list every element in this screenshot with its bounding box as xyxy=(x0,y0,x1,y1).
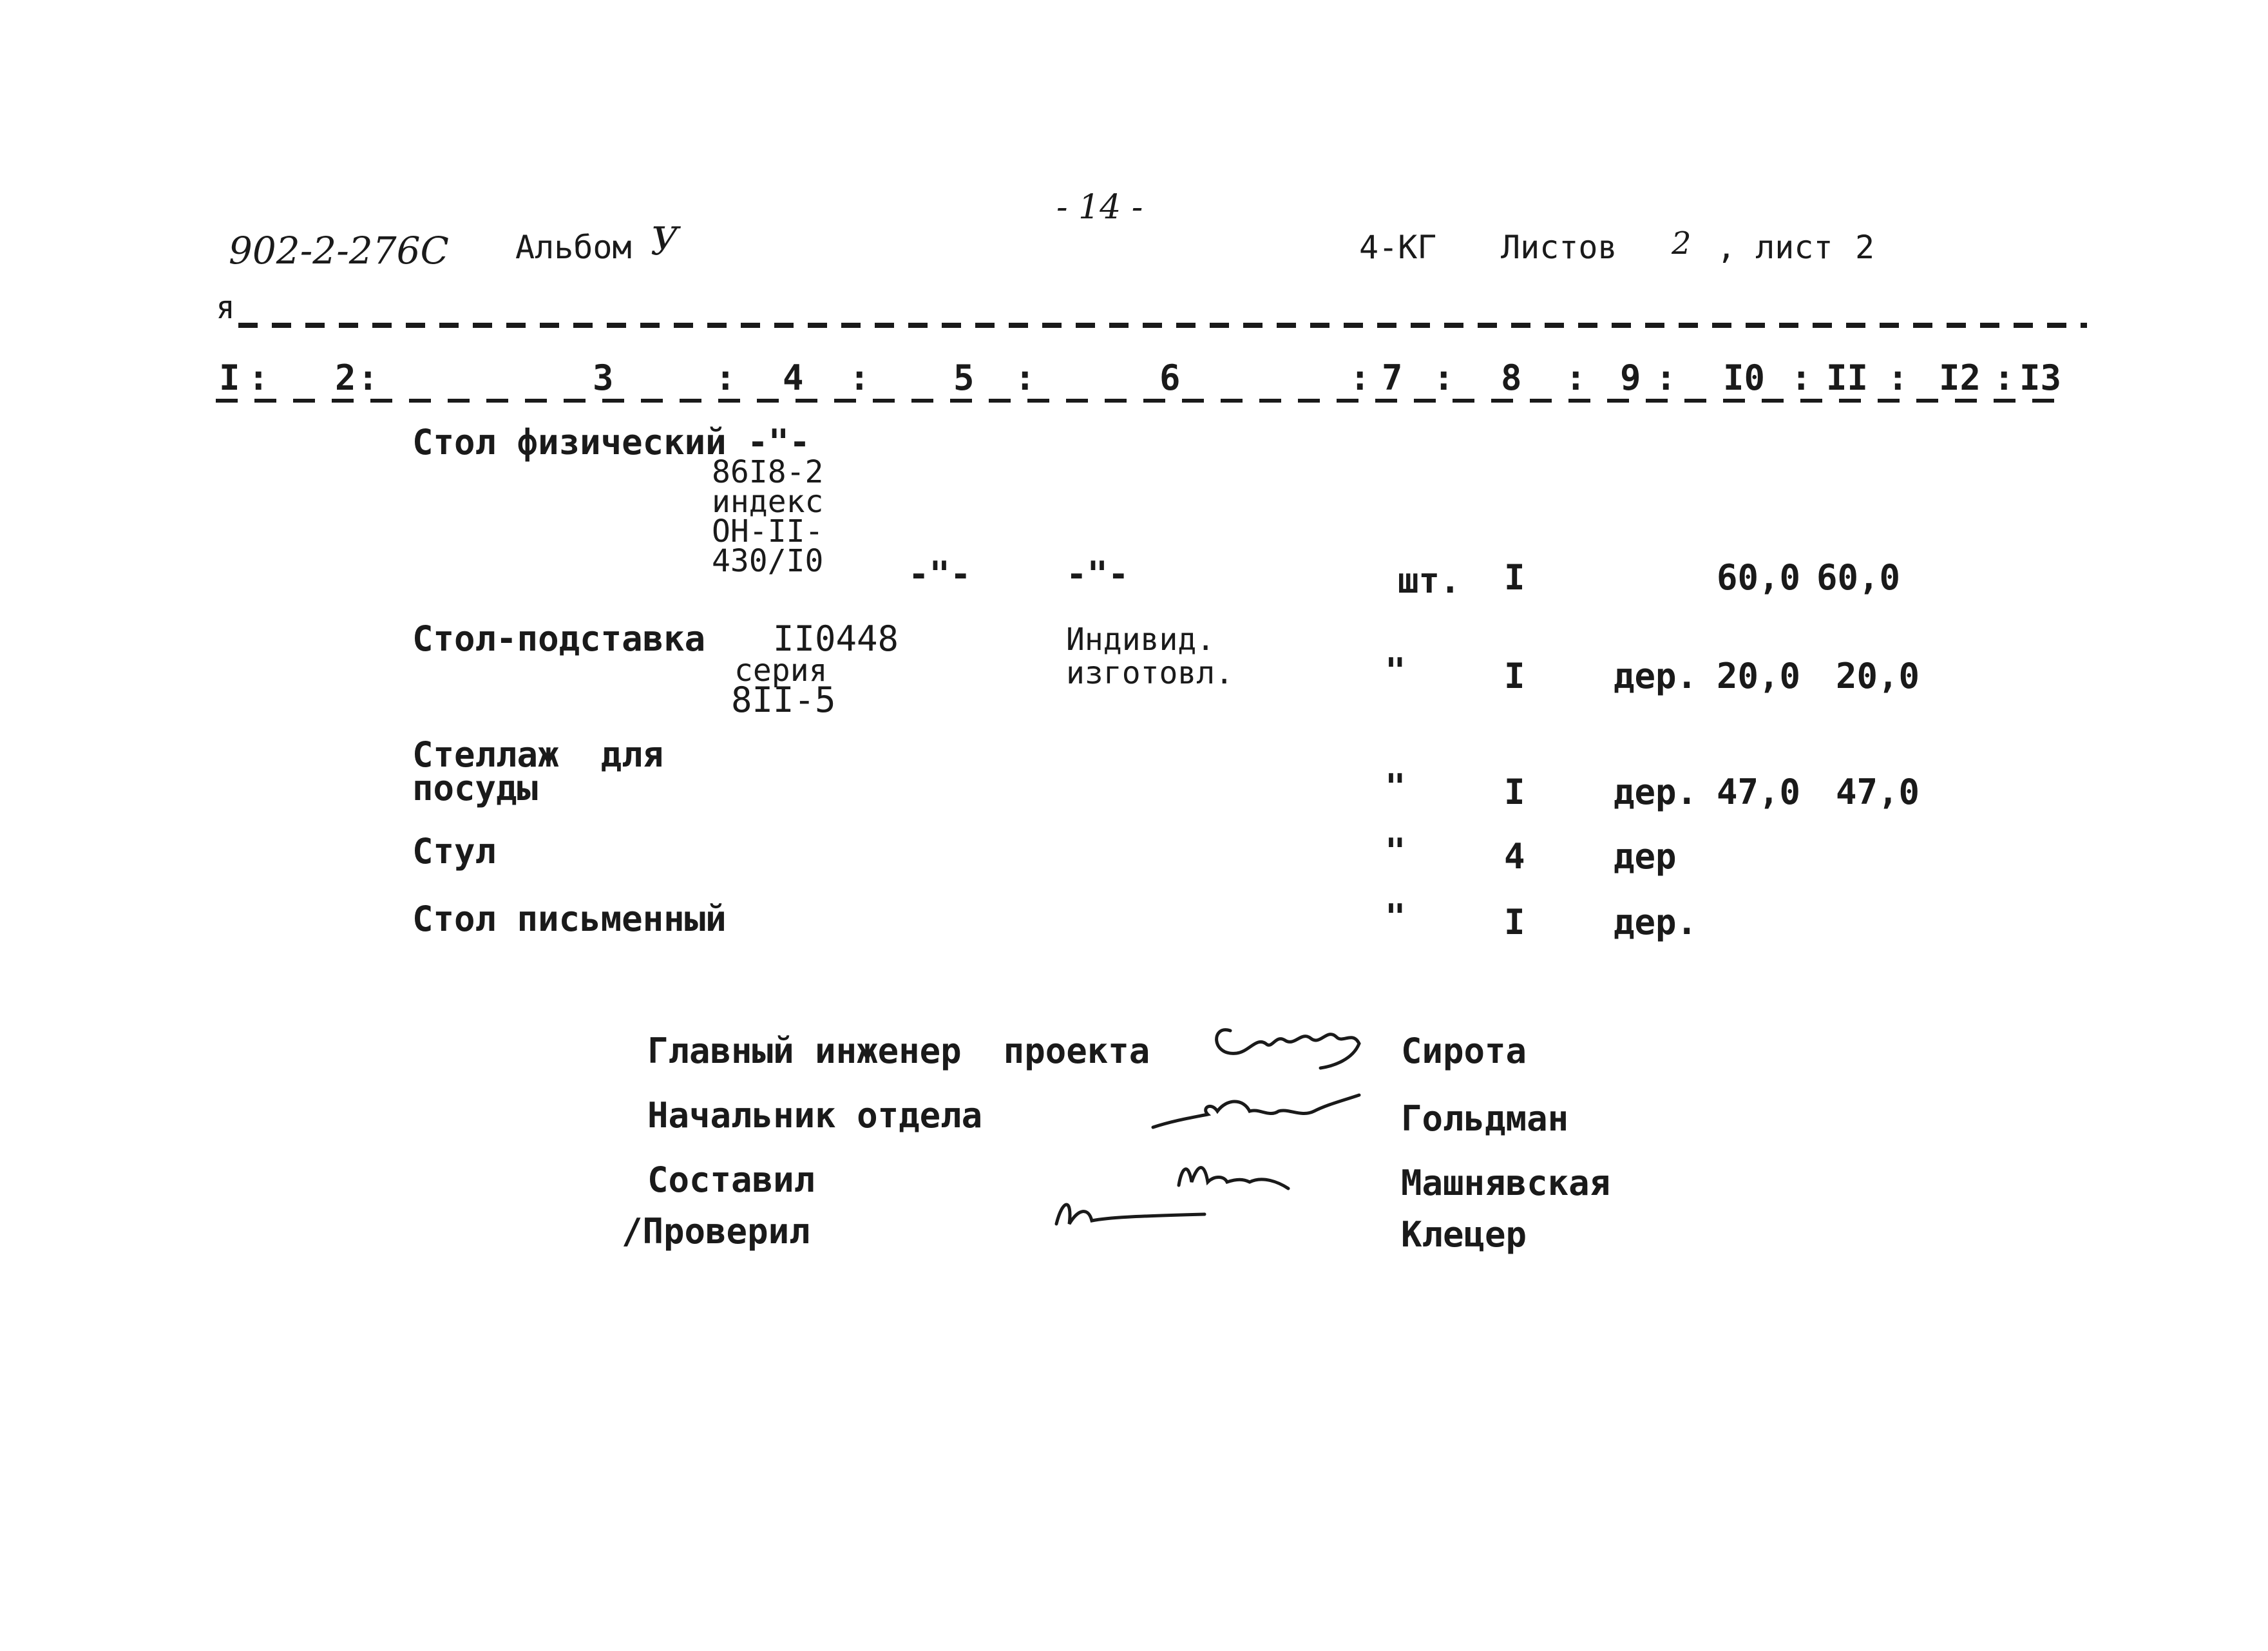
col-3: 3 xyxy=(593,358,614,398)
manufacture-note: Индивид. xyxy=(1066,622,1215,658)
col-11: II xyxy=(1826,358,1869,398)
ditto-mark: " xyxy=(1385,767,1406,807)
col-1: I xyxy=(219,358,240,398)
total-price: 60,0 xyxy=(1816,557,1901,598)
quantity: I xyxy=(1504,656,1525,696)
material: дер. xyxy=(1614,656,1698,696)
unit-price: 60,0 xyxy=(1717,557,1801,598)
item-name: Стол письменный xyxy=(412,899,727,939)
item-code-line: II0448 xyxy=(773,618,899,659)
item-name: Стул xyxy=(412,831,497,872)
unit: шт. xyxy=(1398,560,1461,601)
item-name: Стол физический -"- xyxy=(412,422,810,463)
signature-scribble-department-head xyxy=(1151,1093,1361,1129)
quantity: I xyxy=(1504,902,1525,942)
signer-name: Машнявская xyxy=(1401,1163,1611,1203)
unit-price: 20,0 xyxy=(1717,656,1801,696)
column-header-underline xyxy=(216,399,2071,403)
margin-mark: я xyxy=(216,289,236,326)
material: дер. xyxy=(1614,902,1698,942)
item-code-line: 86I8-2 xyxy=(712,454,824,490)
total-price: 20,0 xyxy=(1836,656,1920,696)
col-10: I0 xyxy=(1723,358,1766,398)
item-name: Стол-подставка xyxy=(412,618,706,659)
col-13: I3 xyxy=(2019,358,2062,398)
quantity: 4 xyxy=(1504,836,1525,877)
signer-role: Начальник отдела xyxy=(647,1095,983,1136)
item-name-line: Стеллаж для xyxy=(412,734,664,775)
section-code: 4-КГ xyxy=(1359,229,1437,266)
ditto-mark: -"- xyxy=(1066,554,1129,595)
col-5: 5 xyxy=(953,358,975,398)
ditto-mark: -"- xyxy=(908,554,971,595)
album-label: Альбом xyxy=(515,229,632,266)
signature-scribble-compiler-checker xyxy=(1054,1166,1290,1226)
quantity: I xyxy=(1504,557,1525,598)
col-9: 9 xyxy=(1620,358,1641,398)
signer-name: Клецер xyxy=(1401,1214,1527,1255)
signer-name: Сирота xyxy=(1401,1031,1527,1071)
col-7: 7 xyxy=(1382,358,1403,398)
manufacture-note: изготовл. xyxy=(1066,655,1234,691)
album-number: У xyxy=(651,219,679,264)
item-name-line: посуды xyxy=(412,768,538,808)
page-number: - 14 - xyxy=(1056,188,1143,227)
item-code-line: индекс xyxy=(712,484,824,520)
material: дер xyxy=(1614,836,1677,877)
signer-role: Составил xyxy=(647,1160,815,1200)
sheet-number: 2 xyxy=(1855,229,1875,266)
col-8: 8 xyxy=(1501,358,1522,398)
item-code-line: 430/I0 xyxy=(712,543,824,579)
col-12: I2 xyxy=(1939,358,1981,398)
col-4: 4 xyxy=(783,358,804,398)
sheet-label: , лист xyxy=(1717,229,1833,266)
ditto-mark: " xyxy=(1385,651,1406,691)
dashed-rule xyxy=(238,323,2087,328)
item-code-line: ОН-II- xyxy=(712,513,824,549)
signature-scribble-chief-engineer xyxy=(1215,1028,1361,1070)
signer-role: /Проверил xyxy=(622,1211,810,1252)
item-code-line: серия xyxy=(734,653,828,689)
sheets-label: Листов xyxy=(1501,229,1617,266)
ditto-mark: " xyxy=(1385,831,1406,872)
col-6: 6 xyxy=(1159,358,1181,398)
material: дер. xyxy=(1614,772,1698,812)
item-code-line: 8II-5 xyxy=(731,680,836,720)
total-price: 47,0 xyxy=(1836,772,1920,812)
quantity: I xyxy=(1504,772,1525,812)
unit-price: 47,0 xyxy=(1717,772,1801,812)
sheets-count: 2 xyxy=(1672,225,1691,262)
signer-name: Гольдман xyxy=(1401,1098,1569,1139)
document-code: 902-2-276С xyxy=(229,229,449,272)
col-2: 2 xyxy=(335,358,356,398)
signer-role: Главный инженер проекта xyxy=(647,1031,1150,1071)
ditto-mark: " xyxy=(1385,897,1406,937)
